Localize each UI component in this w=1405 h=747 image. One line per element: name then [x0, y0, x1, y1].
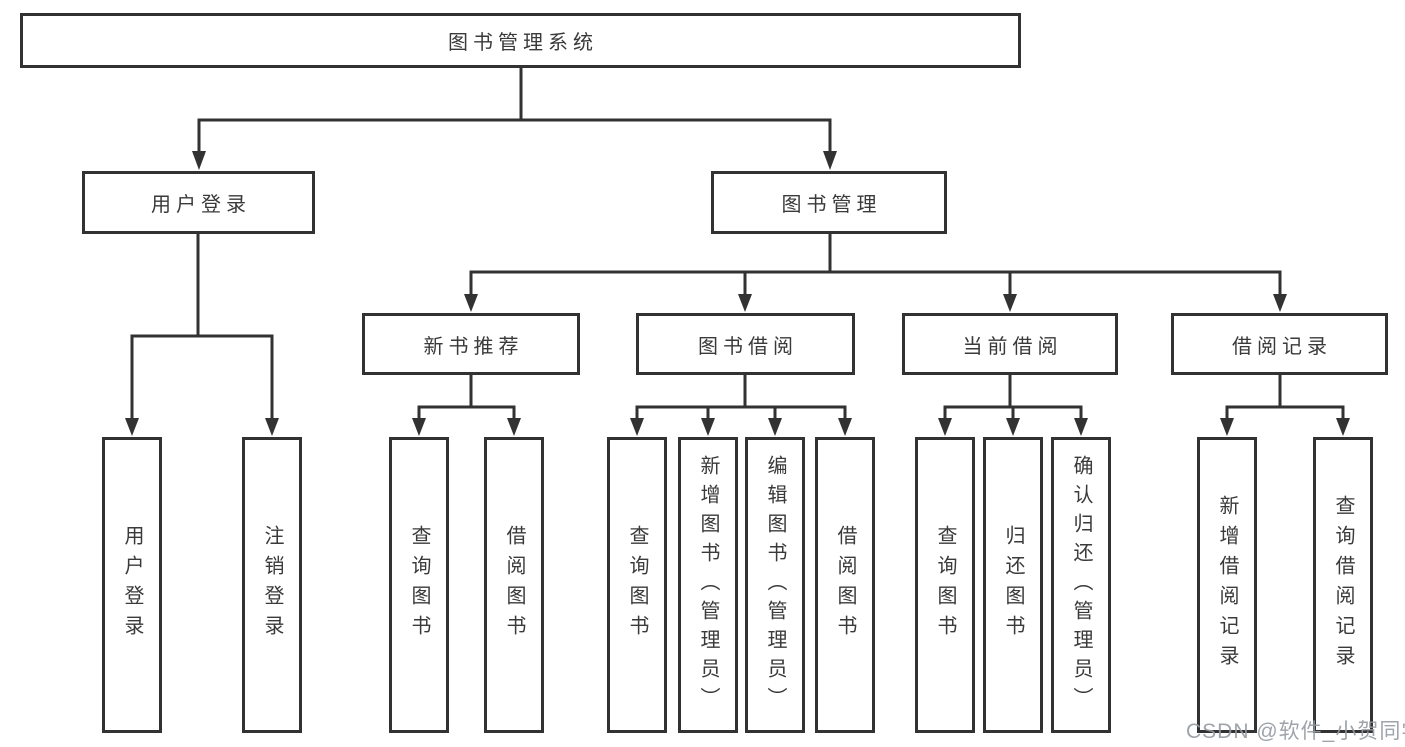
leaf-query-books-recommend: 查询图书	[389, 437, 449, 733]
node-book-management: 图书管理	[711, 171, 947, 234]
node-label: 借阅记录	[1232, 335, 1332, 358]
node-borrowing-records: 借阅记录	[1171, 313, 1388, 375]
node-label: 新书推荐	[423, 335, 524, 358]
leaf-label: 查询图书	[626, 525, 648, 645]
leaf-confirm-return-admin: 确认归还（管理员）	[1051, 437, 1111, 733]
leaf-edit-books-admin: 编辑图书（管理员）	[745, 437, 805, 733]
leaf-label: 编辑图书（管理员）	[764, 454, 786, 716]
node-label: 用户登录	[151, 194, 251, 216]
leaf-label: 注销登录	[261, 525, 283, 645]
node-label: 图书管理系统	[448, 32, 598, 54]
leaf-query-books-current: 查询图书	[915, 437, 975, 733]
leaf-label: 借阅图书	[503, 525, 525, 645]
leaf-logout: 注销登录	[242, 437, 302, 733]
leaf-user-login: 用户登录	[102, 437, 162, 733]
leaf-label: 用户登录	[121, 525, 143, 645]
leaf-label: 归还图书	[1002, 525, 1024, 645]
leaf-label: 查询借阅记录	[1332, 495, 1354, 675]
leaf-borrow-books: 借阅图书	[815, 437, 875, 733]
leaf-borrow-books-recommend: 借阅图书	[484, 437, 544, 733]
node-label: 当前借阅	[962, 335, 1063, 358]
leaf-add-books-admin: 新增图书（管理员）	[678, 437, 738, 733]
node-book-borrowing: 图书借阅	[636, 313, 855, 375]
leaf-label: 新增图书（管理员）	[697, 454, 719, 716]
leaf-return-books: 归还图书	[983, 437, 1043, 733]
leaf-label: 新增借阅记录	[1216, 495, 1238, 675]
node-user-login: 用户登录	[82, 171, 315, 234]
leaf-query-books-borrowing: 查询图书	[607, 437, 667, 733]
node-current-borrowing: 当前借阅	[902, 313, 1118, 375]
node-new-book-recommend: 新书推荐	[362, 313, 580, 375]
leaf-label: 确认归还（管理员）	[1070, 454, 1092, 716]
leaf-label: 查询图书	[934, 525, 956, 645]
leaf-label: 借阅图书	[834, 525, 856, 645]
csdn-watermark: CSDN @软件_小贺同学	[1186, 720, 1405, 743]
node-label: 图书管理	[781, 194, 882, 216]
leaf-query-borrow-record: 查询借阅记录	[1313, 437, 1373, 733]
leaf-add-borrow-record: 新增借阅记录	[1197, 437, 1257, 733]
node-library-management-system: 图书管理系统	[20, 13, 1021, 68]
leaf-label: 查询图书	[408, 525, 430, 645]
node-label: 图书借阅	[698, 335, 798, 358]
